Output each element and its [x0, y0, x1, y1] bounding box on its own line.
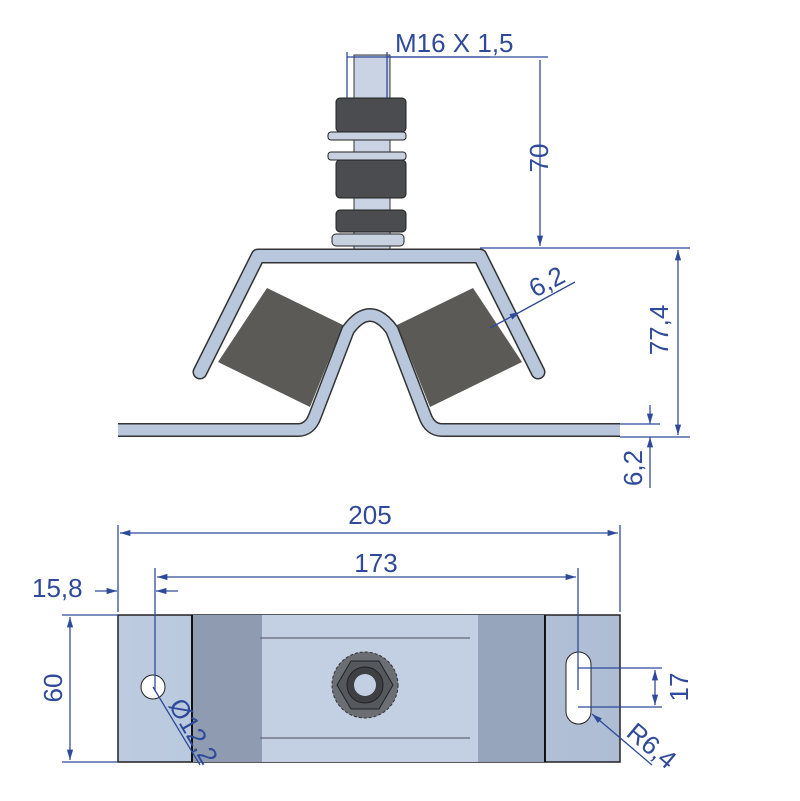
top-nut — [335, 97, 407, 133]
dimensions-front: M16 X 1,5 70 77,4 6,2 6,2 — [346, 28, 690, 488]
middle-nut — [335, 159, 407, 199]
top-view: 205 173 15,8 60 17 R6,4 Ø12,2 — [32, 500, 694, 775]
washer — [327, 151, 407, 161]
stud-bolt — [327, 54, 407, 251]
hex-nut-top — [331, 651, 399, 719]
hole-offset-label: 15,8 — [32, 573, 83, 603]
overall-length-label: 205 — [348, 500, 391, 530]
width-label: 60 — [38, 674, 68, 703]
rubber-thickness-label: 6,2 — [524, 260, 570, 303]
thread-label: M16 X 1,5 — [395, 28, 514, 58]
rubber-block-left — [218, 288, 343, 407]
slot-length-label: 17 — [664, 673, 694, 702]
front-view: M16 X 1,5 70 77,4 6,2 6,2 — [118, 28, 690, 488]
rubber-block-right — [397, 288, 522, 407]
spring-washer — [331, 233, 405, 247]
hole-spacing-label: 173 — [354, 548, 397, 578]
lower-nut — [335, 209, 407, 233]
stud-height-label: 70 — [524, 144, 554, 173]
base-thickness-label: 6,2 — [618, 450, 648, 486]
slot-radius-label: R6,4 — [621, 717, 682, 775]
total-height-label: 77,4 — [644, 305, 674, 356]
washer — [327, 131, 407, 141]
